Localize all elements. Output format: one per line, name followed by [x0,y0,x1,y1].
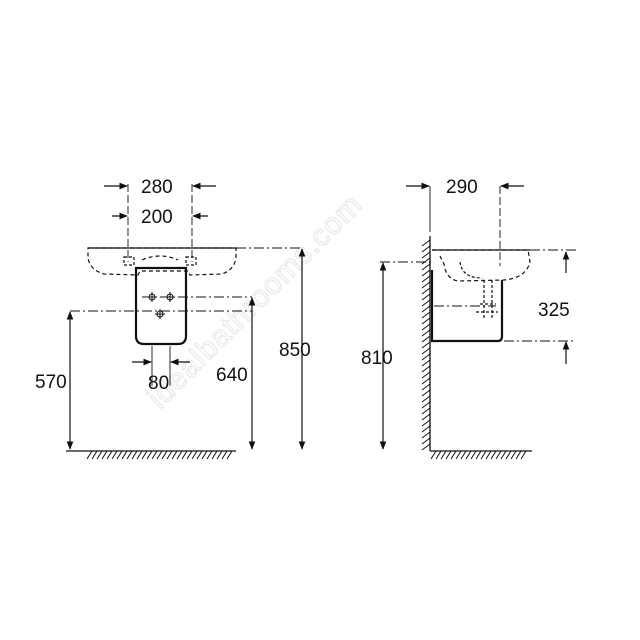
dim-label-325: 325 [538,300,570,321]
front-basin [87,247,237,276]
front-pedestal [134,266,188,346]
side-trap [476,280,498,318]
front-center-lines [70,296,252,312]
watermark: idealbathrooms.com [142,188,369,415]
dim-label-640: 640 [216,365,248,386]
fixing-holes [147,292,175,319]
dim-label-290: 290 [446,177,478,198]
side-floor [430,450,532,460]
dim-label-570: 570 [35,372,67,393]
dim-label-280: 280 [141,177,173,198]
front-floor [66,450,236,460]
side-dimension-lines [379,182,570,450]
front-dimension-lines [66,182,306,450]
dim-label-850: 850 [279,340,311,361]
side-pedestal [430,270,504,343]
dim-label-80: 80 [148,373,169,394]
front-view [70,184,302,386]
side-basin [432,249,531,282]
side-view [380,186,576,343]
dim-label-810: 810 [361,348,393,369]
wall [421,236,431,451]
dim-label-200: 200 [141,207,173,228]
